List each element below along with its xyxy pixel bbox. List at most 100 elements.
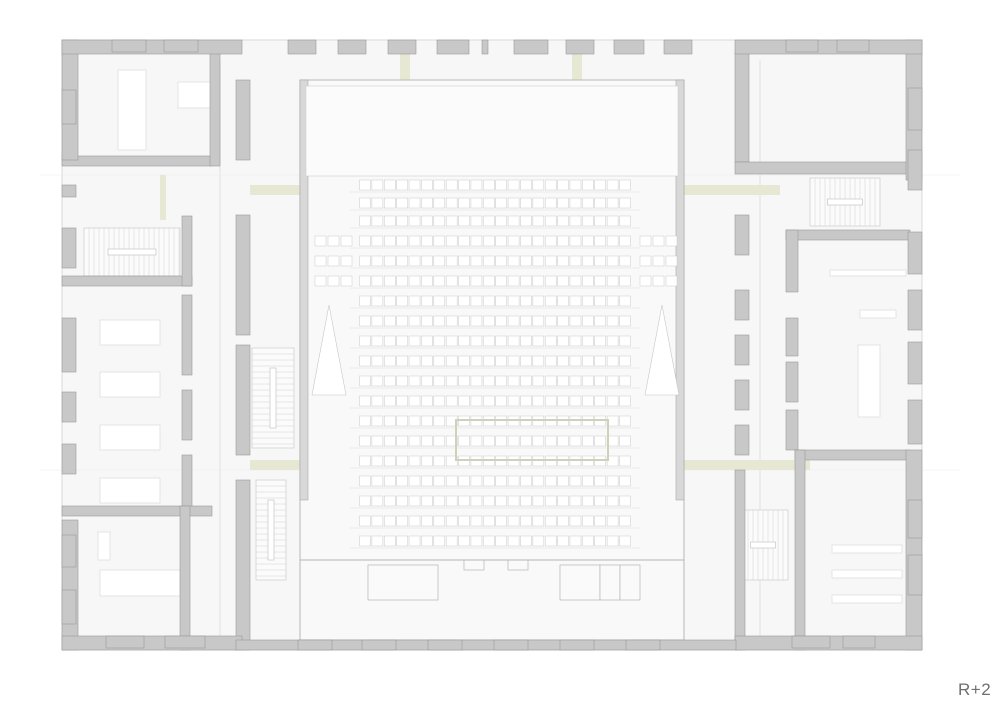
seat xyxy=(470,275,483,287)
interior-wall xyxy=(794,449,911,461)
seat xyxy=(470,435,483,447)
seat xyxy=(507,235,520,247)
exterior-wall xyxy=(61,39,243,55)
window-pier xyxy=(493,639,529,651)
seat xyxy=(569,475,582,487)
seat xyxy=(507,197,520,209)
seat xyxy=(421,355,433,367)
seat xyxy=(359,275,371,287)
seat xyxy=(458,515,470,527)
seat xyxy=(495,255,507,267)
window-pier xyxy=(61,391,77,423)
seat xyxy=(619,179,631,191)
seat xyxy=(544,255,557,267)
side-seat xyxy=(665,255,678,267)
window-pier xyxy=(387,39,417,55)
seat xyxy=(433,315,446,327)
side-seat xyxy=(327,275,340,287)
window-pier xyxy=(513,39,549,55)
seat xyxy=(470,197,483,209)
seat xyxy=(606,335,619,347)
seat xyxy=(433,275,446,287)
seat xyxy=(433,255,446,267)
seat xyxy=(470,335,483,347)
seat xyxy=(557,435,569,447)
seat xyxy=(421,179,433,191)
furniture xyxy=(99,569,181,597)
seat xyxy=(371,215,384,227)
seat xyxy=(384,235,396,247)
seat xyxy=(582,255,594,267)
seat xyxy=(458,295,470,307)
seat xyxy=(445,235,458,247)
window-pier xyxy=(907,399,923,445)
seat xyxy=(483,315,495,327)
seat xyxy=(396,375,408,387)
seat xyxy=(359,495,371,507)
interior-wall xyxy=(734,469,746,651)
seat xyxy=(421,495,433,507)
exterior-wall xyxy=(734,39,923,55)
seat xyxy=(606,495,619,507)
auditorium-right-wall xyxy=(675,79,685,501)
seat xyxy=(532,335,545,347)
seat xyxy=(619,375,631,387)
seat xyxy=(594,435,606,447)
rear-room xyxy=(463,559,485,571)
seat xyxy=(557,375,569,387)
seat xyxy=(483,235,495,247)
seat xyxy=(396,179,408,191)
window-pier xyxy=(613,39,645,55)
window-pier xyxy=(61,89,77,125)
seat xyxy=(371,495,384,507)
seat xyxy=(495,315,507,327)
furniture xyxy=(99,319,161,346)
seat xyxy=(507,179,520,191)
interior-wall xyxy=(734,379,750,411)
seat xyxy=(544,235,557,247)
seat xyxy=(458,215,470,227)
side-seat xyxy=(665,275,678,287)
seat xyxy=(507,535,520,547)
seat xyxy=(458,197,470,209)
seat xyxy=(495,197,507,209)
seat xyxy=(495,475,507,487)
seat xyxy=(470,375,483,387)
seat xyxy=(520,179,532,191)
furniture xyxy=(831,569,903,579)
window-pier xyxy=(559,639,595,651)
seat xyxy=(606,255,619,267)
seat xyxy=(421,197,433,209)
seat xyxy=(520,315,532,327)
seat xyxy=(384,295,396,307)
level-label: R+2 xyxy=(958,680,992,699)
seat xyxy=(532,435,545,447)
seat xyxy=(359,235,371,247)
seat xyxy=(495,535,507,547)
seat xyxy=(396,395,408,407)
seat xyxy=(594,215,606,227)
seat xyxy=(433,495,446,507)
seat xyxy=(557,335,569,347)
furniture xyxy=(99,477,161,504)
seat xyxy=(433,415,446,427)
seat xyxy=(470,475,483,487)
seat xyxy=(557,515,569,527)
seat xyxy=(421,435,433,447)
seat xyxy=(507,275,520,287)
interior-wall xyxy=(181,215,193,287)
seat xyxy=(433,515,446,527)
seat xyxy=(557,197,569,209)
seat xyxy=(421,415,433,427)
seat xyxy=(445,355,458,367)
seat xyxy=(594,335,606,347)
seat xyxy=(520,495,532,507)
seat xyxy=(544,335,557,347)
exterior-walls xyxy=(61,39,923,651)
seat xyxy=(582,275,594,287)
seat xyxy=(619,475,631,487)
interior-wall xyxy=(235,344,251,456)
seat xyxy=(359,197,371,209)
interior-wall xyxy=(785,229,799,293)
seat xyxy=(483,375,495,387)
